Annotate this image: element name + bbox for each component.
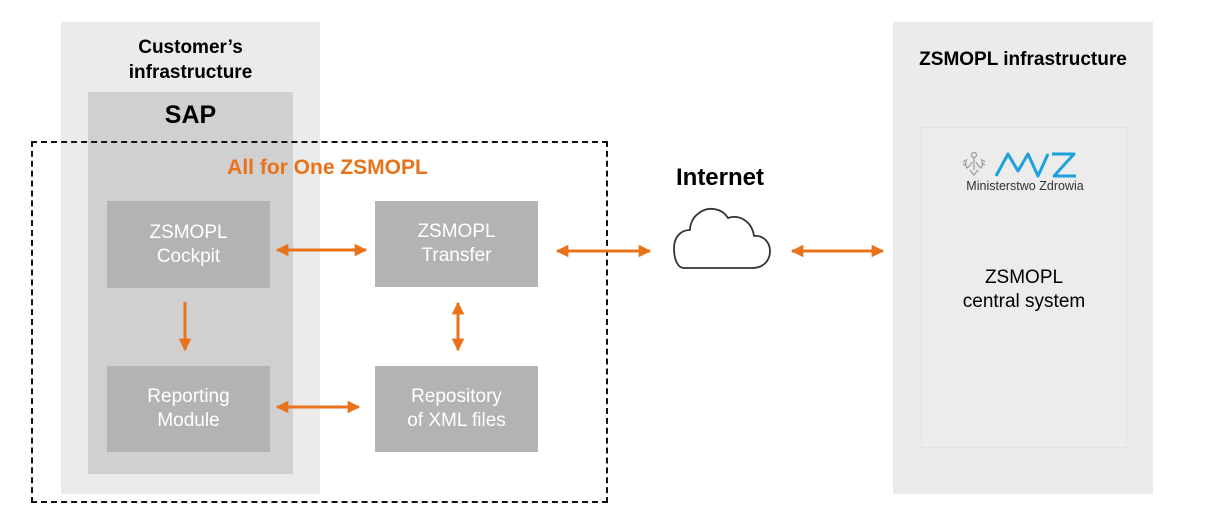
cloud-icon [673,207,771,269]
zsmopl-infrastructure-title: ZSMOPL infrastructure [919,49,1127,70]
cockpit-line2: Cockpit [156,245,221,267]
central-line2: central system [962,291,1086,312]
xml-repository-box: Repository of XML files [375,366,538,452]
reporting-line2: Module [157,410,220,431]
repository-line2: of XML files [407,410,506,431]
transfer-line2: Transfer [421,245,492,266]
mz-logo-icon [994,152,1076,178]
reporting-module-box: Reporting Module [107,366,270,452]
all-for-one-title: All for One ZSMOPL [227,156,428,179]
customer-title-line1: Customer’s [138,37,243,58]
reporting-line1: Reporting [147,386,230,407]
sap-title: SAP [164,101,217,129]
central-system-label: ZSMOPL central system [921,266,1127,314]
central-line1: ZSMOPL [984,267,1064,288]
transfer-line1: ZSMOPL [417,221,496,242]
eagle-emblem-icon [962,151,986,176]
cockpit-line1: ZSMOPL [149,221,228,243]
zsmopl-cockpit-box: ZSMOPL Cockpit [107,201,270,288]
zsmopl-transfer-box: ZSMOPL Transfer [375,201,538,287]
repository-line1: Repository [411,386,502,407]
zsmopl-central-system-panel [921,127,1127,448]
all-for-one-boundary [31,141,608,503]
customer-title-line2: infrastructure [128,62,253,83]
customer-infrastructure-title: Customer’s infrastructure [61,35,320,85]
ministerstwo-zdrowia-text: Ministerstwo Zdrowia [966,179,1084,193]
internet-label: Internet [675,164,764,191]
